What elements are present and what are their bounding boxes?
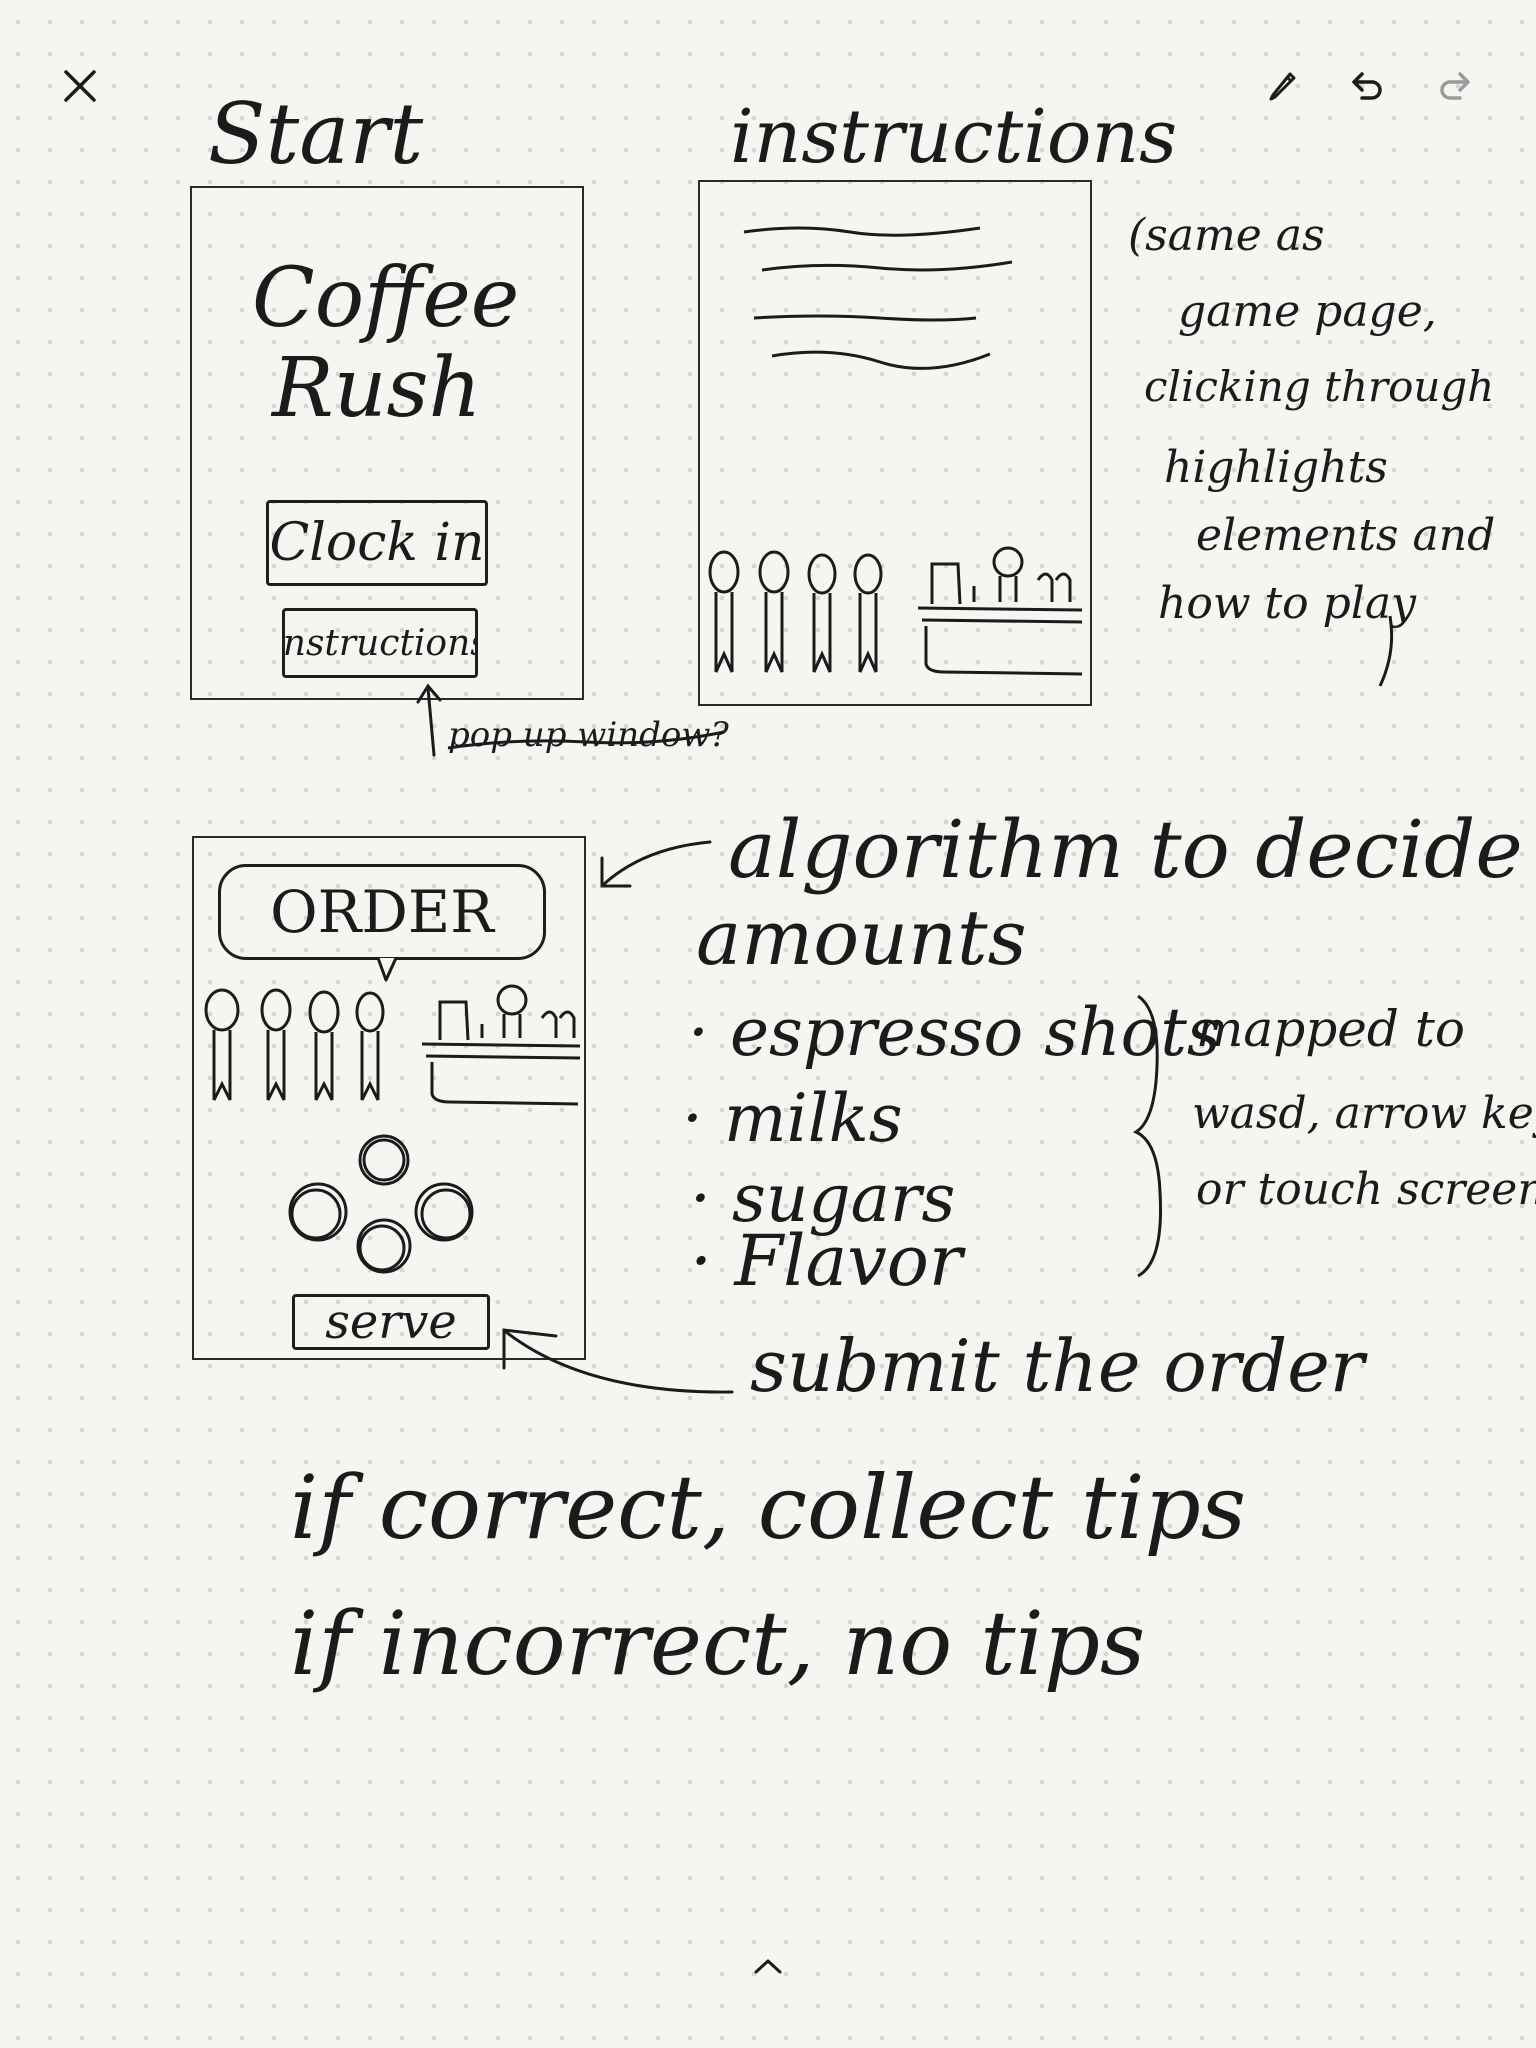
amount-item-milks: · milks bbox=[682, 1080, 903, 1157]
brace-mark bbox=[1132, 994, 1162, 1278]
amount-item-sugars: · sugars bbox=[690, 1160, 956, 1237]
instructions-note-line2: game page, bbox=[1178, 286, 1437, 337]
instructions-note-line1: (same as bbox=[1128, 210, 1325, 261]
instruction-text-placeholder bbox=[743, 226, 1013, 370]
popup-note: pop up window? bbox=[448, 715, 729, 755]
start-heading: Start bbox=[208, 85, 424, 183]
customers-and-counter-scene bbox=[708, 546, 1083, 676]
algorithm-note-line1: algorithm to decide bbox=[728, 803, 1523, 896]
close-button[interactable] bbox=[52, 58, 108, 114]
redo-icon bbox=[1440, 72, 1470, 100]
instructions-note-line5: elements and bbox=[1196, 510, 1496, 561]
start-screen-mockup: Coffee Rush Clock in instructions bbox=[190, 186, 584, 700]
serve-arrow-icon bbox=[502, 1328, 734, 1394]
serve-button[interactable]: serve bbox=[292, 1294, 490, 1350]
instructions-note-line6: how to play bbox=[1158, 578, 1416, 629]
mapping-note-line3: or touch screen bbox=[1196, 1164, 1536, 1215]
redo-button[interactable] bbox=[1426, 58, 1482, 114]
undo-button[interactable] bbox=[1340, 58, 1396, 114]
rule-incorrect: if incorrect, no tips bbox=[290, 1592, 1146, 1695]
close-icon bbox=[64, 70, 96, 102]
pencil-button[interactable] bbox=[1254, 58, 1310, 114]
mapping-note-line1: mapped to bbox=[1196, 1000, 1465, 1058]
algorithm-note-line2: amounts bbox=[696, 893, 1027, 982]
note-pointer-mark bbox=[1378, 615, 1394, 687]
clock-in-button[interactable]: Clock in bbox=[266, 500, 488, 586]
amount-item-espresso: · espresso shots bbox=[688, 994, 1221, 1071]
undo-icon bbox=[1352, 72, 1382, 100]
order-label: ORDER bbox=[270, 878, 494, 946]
strikethrough-mark bbox=[447, 730, 725, 750]
game-screen-mockup: ORDER serve bbox=[192, 836, 586, 1360]
instructions-screen-mockup bbox=[698, 180, 1092, 706]
mapping-note-line2: wasd, arrow keys bbox=[1192, 1088, 1536, 1139]
ingredient-controls[interactable] bbox=[284, 1134, 484, 1284]
algorithm-arrow-icon bbox=[600, 840, 712, 888]
popup-arrow-icon bbox=[416, 683, 442, 757]
game-title-line2: Rush bbox=[272, 341, 482, 436]
expand-button[interactable] bbox=[742, 1948, 794, 1984]
instructions-note-line3: clicking through bbox=[1144, 362, 1495, 411]
speech-bubble-tail bbox=[376, 957, 398, 982]
order-speech-bubble: ORDER bbox=[218, 864, 546, 960]
rule-correct: if correct, collect tips bbox=[290, 1456, 1247, 1559]
chevron-up-icon bbox=[754, 1959, 782, 1974]
game-title-line1: Coffee bbox=[252, 251, 520, 346]
instructions-note-line4: highlights bbox=[1164, 442, 1388, 493]
instructions-button[interactable]: instructions bbox=[282, 608, 478, 678]
customers-and-counter-scene bbox=[204, 984, 581, 1106]
instructions-heading: instructions bbox=[730, 94, 1178, 180]
serve-note: submit the order bbox=[750, 1324, 1365, 1408]
amount-item-flavor: · Flavor bbox=[690, 1220, 963, 1302]
pencil-icon bbox=[1269, 72, 1296, 101]
